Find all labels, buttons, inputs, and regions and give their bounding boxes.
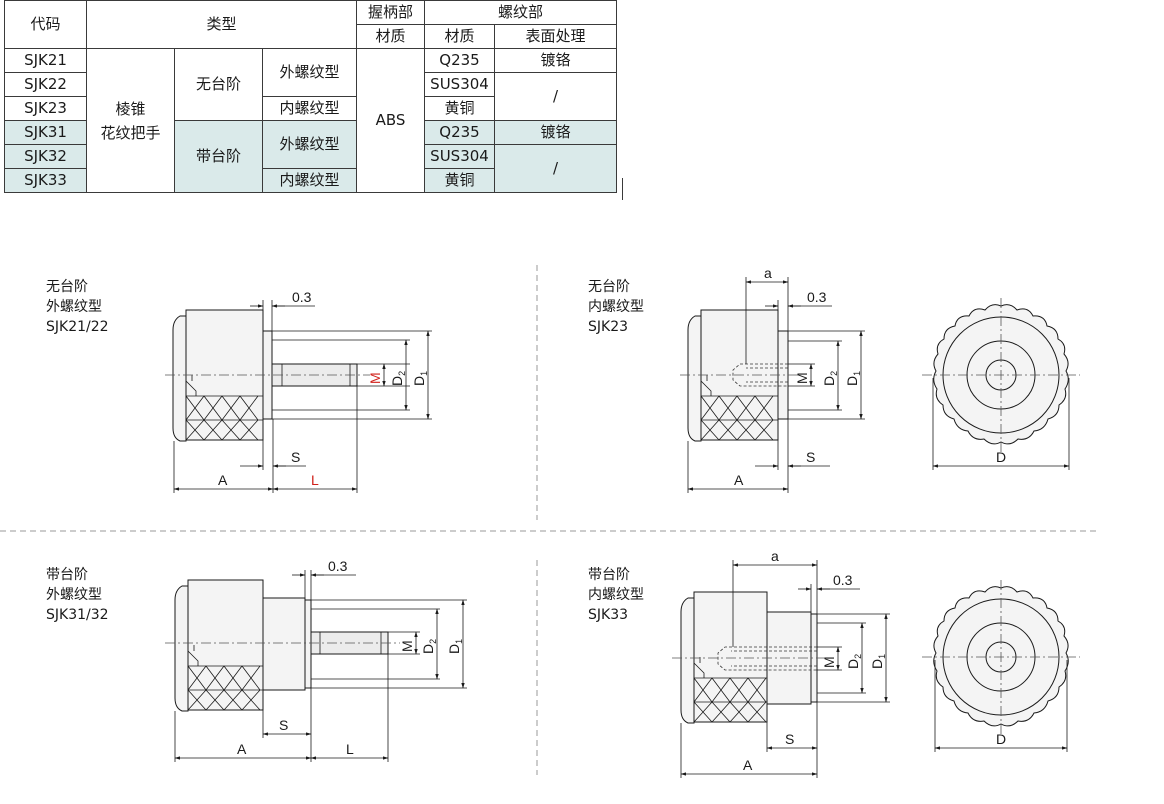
bottom-dim-D: D xyxy=(996,731,1006,747)
tr-label-1: 无台阶 xyxy=(588,279,630,295)
bl-label-1: 带台阶 xyxy=(46,567,88,583)
br-label-2: 内螺纹型 xyxy=(588,587,644,603)
row-surface: 镀铬 xyxy=(494,48,617,73)
br-knob-rim xyxy=(680,597,695,724)
bl-dim-A: A xyxy=(237,741,247,757)
row-material: Q235 xyxy=(424,120,495,145)
table-row: SJK33 内螺纹型 黄铜 xyxy=(4,168,617,193)
spec-table: 代码 类型 握柄部 螺纹部 材质 材质 表面处理 SJK21 棱锥 花纹把手 无… xyxy=(4,0,617,193)
row-surface: / xyxy=(494,72,617,121)
type-main-line2: 花纹把手 xyxy=(100,123,161,142)
tl-dim-M: M xyxy=(367,372,383,384)
br-label-3: SJK33 xyxy=(588,607,628,623)
type-with-step: 带台阶 xyxy=(174,120,263,193)
row-surface: / xyxy=(494,144,617,193)
tr-knurl-pattern xyxy=(700,375,778,441)
tr-dim-a: a xyxy=(764,265,772,281)
type-external-1: 外螺纹型 xyxy=(262,48,357,97)
table-row: SJK31 带台阶 外螺纹型 Q235 镀铬 xyxy=(4,120,617,193)
br-dim-S: S xyxy=(785,731,794,747)
bl-label-3: SJK31/32 xyxy=(46,607,109,623)
tr-label-2: 内螺纹型 xyxy=(588,299,644,315)
br-dim-a: a xyxy=(771,548,779,564)
br-dim-gap: 0.3 xyxy=(833,572,853,588)
tl-dim-D1: D1 xyxy=(411,371,429,386)
type-main-line1: 棱锥 xyxy=(115,99,146,118)
tr-dim-D1: D1 xyxy=(844,371,862,386)
type-no-step: 无台阶 xyxy=(174,48,263,121)
bl-dim-M: M xyxy=(399,640,415,652)
bl-knurl-pattern xyxy=(187,645,263,711)
tl-label-2: 外螺纹型 xyxy=(46,299,102,315)
br-dim-M: M xyxy=(821,656,837,668)
front-view-top: D xyxy=(922,298,1080,470)
table-row: SJK32 SUS304 / xyxy=(4,144,617,193)
tl-dim-gap: 0.3 xyxy=(292,289,312,305)
bl-knob-rim xyxy=(174,585,189,712)
tl-label-3: SJK21/22 xyxy=(46,319,109,335)
br-label-1: 带台阶 xyxy=(588,567,630,583)
header-type: 类型 xyxy=(86,0,357,49)
row-code: SJK21 xyxy=(4,48,87,73)
front-view-bottom: D xyxy=(922,580,1080,752)
header-code: 代码 xyxy=(4,0,87,49)
bl-label-2: 外螺纹型 xyxy=(46,587,102,603)
drawing-tl: 无台阶 外螺纹型 SJK21/22 xyxy=(46,279,432,493)
table-edge-line xyxy=(622,178,623,200)
drawing-bl: 带台阶 外螺纹型 SJK31/32 xyxy=(46,558,467,762)
table-row: SJK22 SUS304 / xyxy=(4,72,617,121)
tl-dim-A: A xyxy=(218,472,228,488)
bl-dim-D2: D2 xyxy=(420,639,438,654)
header-thread-part: 螺纹部 xyxy=(424,0,617,25)
tl-label-1: 无台阶 xyxy=(46,279,88,295)
tl-dim-L: L xyxy=(311,472,319,488)
tr-knob-rim xyxy=(687,315,702,442)
tl-dim-S: S xyxy=(291,449,300,465)
bl-dim-L: L xyxy=(346,741,354,757)
row-surface: 镀铬 xyxy=(494,120,617,145)
br-dim-D2: D2 xyxy=(845,654,863,669)
row-material: SUS304 xyxy=(424,72,495,97)
row-code: SJK33 xyxy=(4,168,87,193)
tr-dim-gap: 0.3 xyxy=(807,289,827,305)
bl-dim-S: S xyxy=(279,717,288,733)
type-main: 棱锥 花纹把手 xyxy=(86,48,175,193)
tr-label-3: SJK23 xyxy=(588,319,628,335)
header-surface: 表面处理 xyxy=(494,24,617,49)
bl-dim-gap: 0.3 xyxy=(328,558,348,574)
tl-knob-rim xyxy=(172,315,187,442)
br-knurl-pattern xyxy=(693,657,767,723)
drawing-br: 带台阶 内螺纹型 SJK33 a xyxy=(588,548,890,778)
row-code: SJK31 xyxy=(4,120,87,145)
row-material: 黄铜 xyxy=(424,168,495,193)
type-internal-2: 内螺纹型 xyxy=(262,168,357,193)
bl-knob-step xyxy=(262,597,306,691)
bl-dim-D1: D1 xyxy=(446,639,464,654)
tr-dim-D2: D2 xyxy=(821,371,839,386)
br-dim-D1: D1 xyxy=(869,654,887,669)
tl-dim-D2: D2 xyxy=(389,371,407,386)
top-dim-D: D xyxy=(996,449,1006,465)
bl-knob-body xyxy=(187,579,264,711)
tr-dim-A: A xyxy=(734,472,744,488)
tr-dim-M: M xyxy=(794,372,810,384)
type-internal-1: 内螺纹型 xyxy=(262,96,357,121)
tl-knurl-pattern xyxy=(185,375,263,441)
bl-knob-collar xyxy=(304,599,312,689)
tr-dim-S: S xyxy=(806,449,815,465)
drawing-tr: 无台阶 内螺纹型 SJK23 a xyxy=(588,265,865,493)
br-dim-A: A xyxy=(743,757,753,773)
